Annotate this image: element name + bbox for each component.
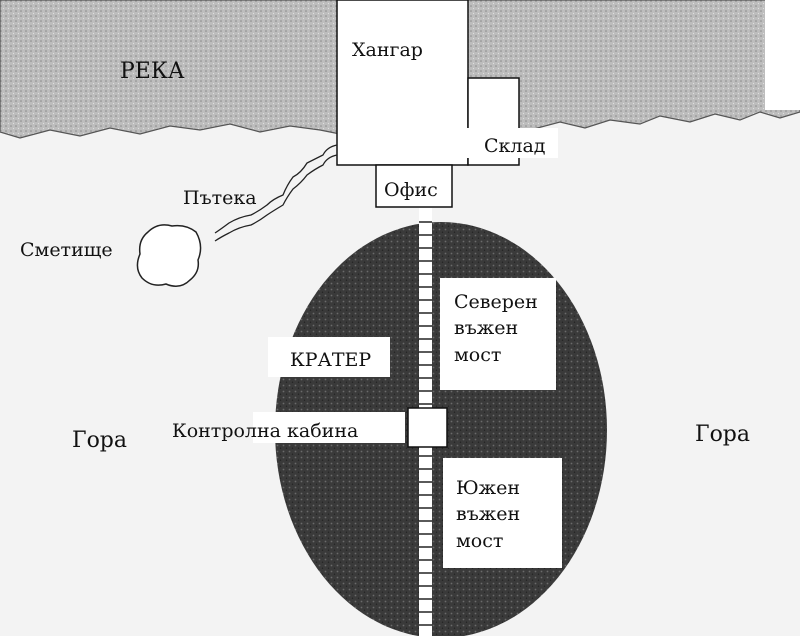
river-edge-gap (765, 0, 800, 110)
hangar-label: Хангар (352, 39, 423, 61)
hangar-building (336, 0, 469, 166)
path-label: Пътека (183, 187, 257, 209)
north-bridge-box (440, 278, 556, 390)
warehouse-label-bg (462, 128, 558, 158)
river-label: РЕКА (120, 59, 185, 84)
control-cabin-label: Контролна кабина (172, 420, 358, 442)
control-cabin-label-box (253, 412, 405, 443)
forest-right-label: Гора (695, 422, 750, 447)
crater-label-box (268, 337, 390, 377)
dump-label: Сметище (20, 239, 113, 261)
control-cabin (407, 407, 448, 448)
path-trail (214, 144, 338, 234)
warehouse-label: Склад (484, 135, 546, 157)
north-bridge-line2: въжен (454, 317, 518, 339)
south-bridge-box (443, 458, 562, 568)
south-bridge-line1: Южен (456, 477, 520, 499)
south-bridge-line3: мост (456, 530, 503, 552)
south-bridge-line2: въжен (456, 503, 520, 525)
north-bridge-line3: мост (454, 344, 501, 366)
office-building (375, 164, 453, 208)
dump-area (136, 224, 202, 287)
path-trail-edge (214, 154, 338, 242)
forest-left-label: Гора (72, 428, 127, 453)
office-label: Офис (384, 179, 438, 201)
north-bridge-line1: Северен (454, 291, 538, 313)
crater-label: КРАТЕР (290, 349, 371, 371)
